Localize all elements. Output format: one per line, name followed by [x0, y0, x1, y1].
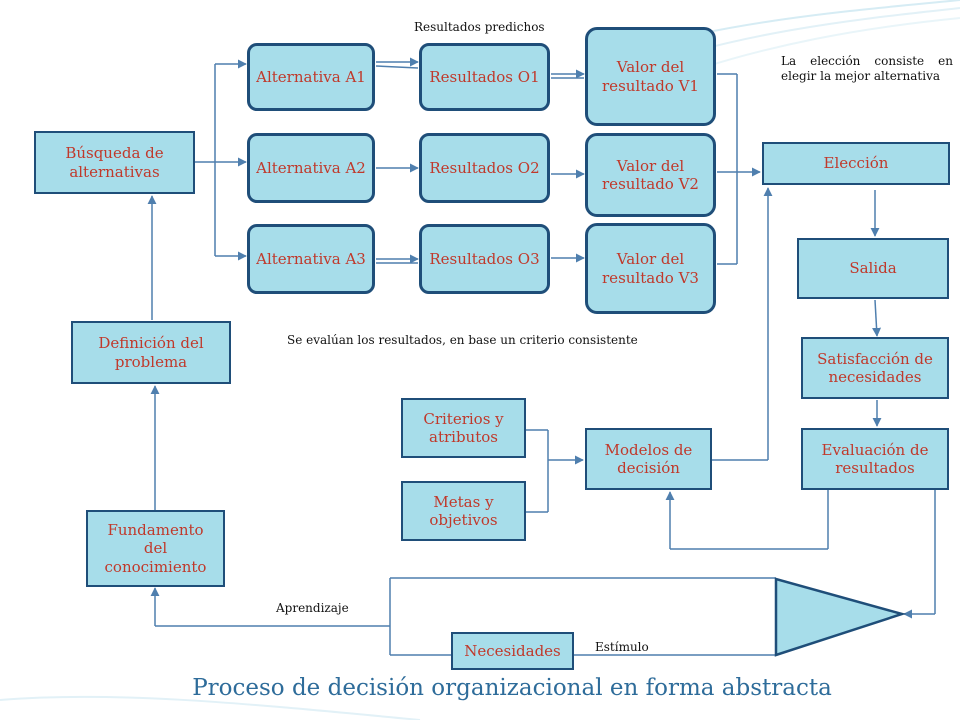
resultados-o2-box: Resultados O2 — [419, 133, 550, 203]
page-title: Proceso de decisión organizacional en fo… — [192, 675, 832, 701]
valor-v3-box: Valor del resultado V3 — [585, 223, 716, 314]
valor-v1-box: Valor del resultado V1 — [585, 27, 716, 126]
satisfaccion-box: Satisfacción de necesidades — [801, 337, 949, 399]
necesidades-box: Necesidades — [451, 632, 574, 670]
se-evaluan-label: Se evalúan los resultados, en base un cr… — [287, 333, 638, 347]
alternativa-a3-box: Alternativa A3 — [247, 224, 375, 294]
alternativa-a1-box: Alternativa A1 — [247, 43, 375, 111]
aprendizaje-label: Aprendizaje — [276, 601, 349, 615]
salida-box: Salida — [797, 238, 949, 299]
busqueda-box: Búsqueda de alternativas — [34, 131, 195, 194]
criterios-box: Criterios y atributos — [401, 398, 526, 458]
resultados-o1-box: Resultados O1 — [419, 43, 550, 111]
evaluacion-box: Evaluación de resultados — [801, 428, 949, 490]
resultados-predichos-label: Resultados predichos — [414, 20, 545, 34]
definicion-box: Definición del problema — [71, 321, 231, 384]
alternativa-a2-box: Alternativa A2 — [247, 133, 375, 203]
estimulo-label: Estímulo — [595, 640, 649, 654]
modelos-box: Modelos de decisión — [585, 428, 712, 490]
valor-v2-box: Valor del resultado V2 — [585, 133, 716, 217]
metas-box: Metas y objetivos — [401, 481, 526, 541]
eleccion-note: La elección consiste en elegir la mejor … — [781, 54, 953, 83]
fundamento-box: Fundamento del conocimiento — [86, 510, 225, 587]
eleccion-box: Elección — [762, 142, 950, 185]
resultados-o3-box: Resultados O3 — [419, 224, 550, 294]
